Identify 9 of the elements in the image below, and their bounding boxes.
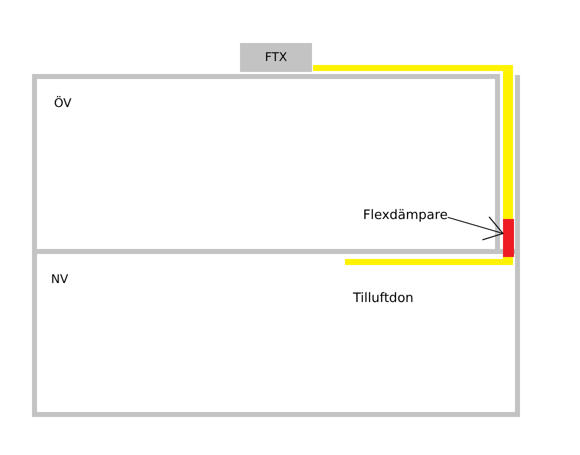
room-outline <box>32 74 500 249</box>
ventilation-unit: FTX <box>240 43 312 72</box>
leader-arrow <box>447 216 504 240</box>
leader-label: Flexdämpare <box>363 208 448 223</box>
room-label: NV <box>51 272 68 287</box>
annotation-text: Tilluftdon <box>353 291 414 306</box>
damper-symbol <box>503 219 514 257</box>
room-label: ÖV <box>54 96 72 111</box>
room-outline <box>32 249 520 417</box>
